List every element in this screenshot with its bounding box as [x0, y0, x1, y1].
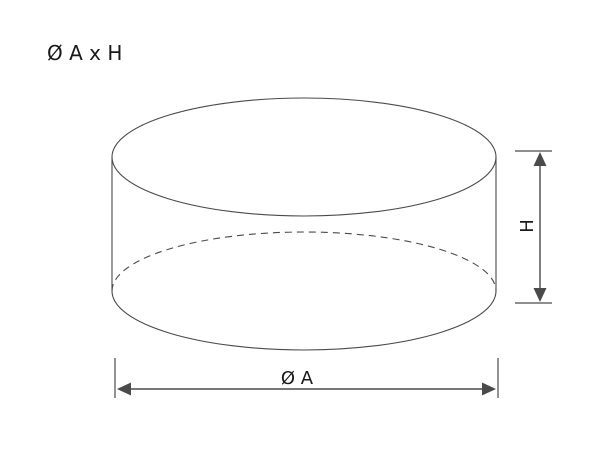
- cylinder-bottom-hidden-arc: [111, 231, 497, 292]
- formula-label: Ø A x H: [47, 41, 123, 65]
- diameter-label: Ø A: [281, 368, 314, 389]
- height-arrow-bottom: [533, 288, 547, 302]
- height-arrow-top: [533, 152, 547, 166]
- cylinder-bottom-front-arc: [111, 290, 497, 351]
- diameter-arrow-left: [117, 382, 131, 396]
- cylinder-top-ellipse: [111, 97, 497, 217]
- diameter-arrow-right: [482, 382, 496, 396]
- height-label: H: [517, 219, 538, 233]
